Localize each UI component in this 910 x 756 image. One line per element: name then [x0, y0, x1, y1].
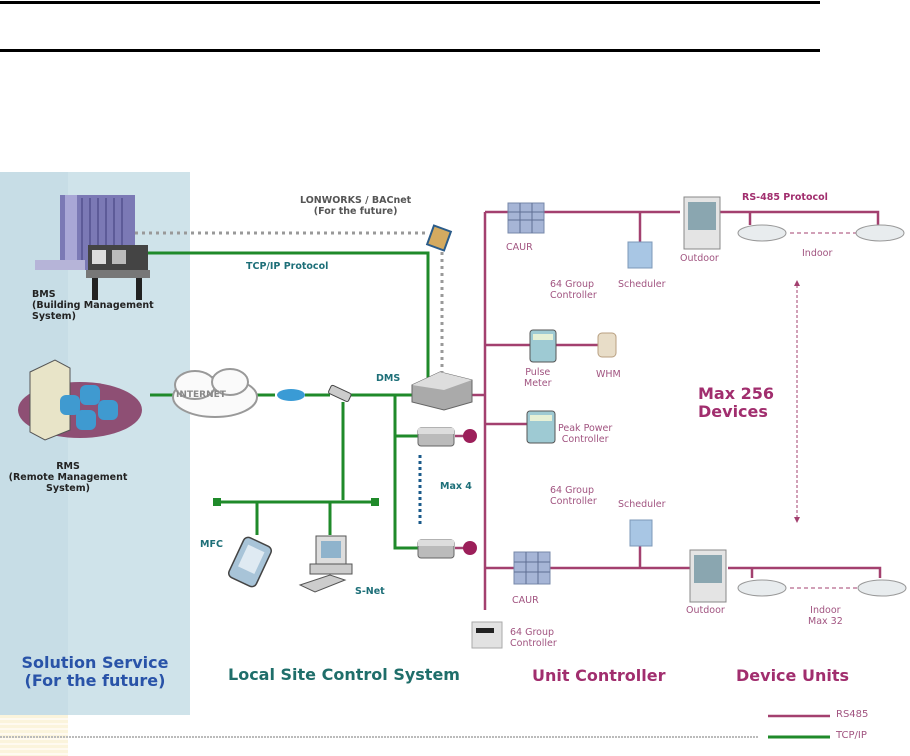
caur-top-label: CAUR: [506, 242, 533, 253]
top-rule: [0, 1, 820, 4]
indoor-top-label: Indoor: [802, 248, 833, 259]
bms-building-icon: [35, 195, 150, 300]
peak-power-label: Peak Power Controller: [558, 423, 613, 445]
group-controller-mid-label: 64 Group Controller: [550, 485, 597, 507]
pulse-meter-icon: [529, 329, 557, 363]
tcpip-links: [135, 251, 430, 550]
mfc-label: MFC: [200, 539, 223, 550]
rs485-indoor-bottom-bus: [728, 566, 882, 578]
router-icon: [277, 389, 305, 401]
lonworks-gateway-icon: [425, 224, 453, 252]
rs485-links: [455, 210, 882, 610]
rs485-protocol-label: RS-485 Protocol: [742, 192, 828, 203]
rms-server-icon: [18, 359, 142, 441]
max256-label: Max 256 Devices: [698, 384, 775, 422]
bms-label: BMS (Building Management System): [32, 289, 154, 322]
peak-power-controller-icon: [526, 410, 556, 444]
rs485-terminator-1: [463, 429, 477, 443]
internet-cloud-icon: [172, 368, 258, 418]
section-solution-service: Solution Service (For the future): [21, 653, 169, 691]
snet-label: S-Net: [355, 586, 385, 597]
outdoor-top-label: Outdoor: [680, 253, 719, 264]
scheduler-top-icon: [627, 241, 653, 269]
caur-bottom-icon: [513, 551, 551, 585]
legend-rs485-label: RS485: [836, 709, 869, 720]
indoor-bottom-2-icon: [857, 579, 907, 597]
legend-tcpip-label: TCP/IP: [836, 730, 867, 741]
switch-icon: [328, 384, 352, 403]
internet-label: INTERNET: [176, 390, 226, 400]
tcpip-protocol-label: TCP/IP Protocol: [246, 261, 329, 272]
outdoor-bottom-label: Outdoor: [686, 605, 725, 616]
scheduler-top-label: Scheduler: [618, 279, 666, 290]
dms-unit-2-icon: [417, 427, 455, 447]
indoor-bottom-1-icon: [737, 579, 787, 597]
max4-label: Max 4: [440, 481, 472, 492]
section-device-units: Device Units: [736, 666, 849, 685]
caur-top-icon: [507, 202, 545, 234]
indoor-top-1-icon: [737, 224, 787, 242]
section-local-site: Local Site Control System: [228, 665, 460, 684]
rs485-terminator-2: [463, 541, 477, 555]
dms-label: DMS: [376, 373, 401, 384]
max256-arrow-head-up: [794, 280, 800, 286]
lonworks-label: LONWORKS / BACnet (For the future): [300, 195, 412, 217]
bus-terminator-right: [371, 498, 379, 506]
rs485-indoor-top-bus: [720, 210, 880, 225]
max256-arrow-head-down: [794, 517, 800, 523]
section-unit-controller: Unit Controller: [532, 666, 666, 685]
header-rule: [0, 49, 820, 52]
bus-terminator-left: [213, 498, 221, 506]
tcpip-dms-branch: [393, 395, 418, 550]
indoor-top-2-icon: [855, 224, 905, 242]
scheduler-bottom-label: Scheduler: [618, 499, 666, 510]
scheduler-bottom-icon: [629, 519, 653, 547]
pulse-meter-label: Pulse Meter: [524, 367, 552, 389]
dms-main-icon: [411, 371, 473, 411]
tcpip-bms-link: [135, 251, 430, 388]
whm-label: WHM: [596, 369, 621, 380]
group-controller-bottom-icon: [471, 621, 503, 649]
group-controller-top-label: 64 Group Controller: [550, 279, 597, 301]
indoor-bottom-label: Indoor Max 32: [808, 605, 843, 627]
caur-bottom-label: CAUR: [512, 595, 539, 606]
mfc-pda-icon: [228, 536, 272, 588]
snet-computer-icon: [298, 535, 353, 593]
outdoor-bottom-icon: [689, 549, 727, 603]
dms-unit-4-icon: [417, 539, 455, 559]
outdoor-top-icon: [683, 196, 721, 250]
panel-footer-stripe: [0, 715, 68, 756]
whm-icon: [597, 332, 617, 358]
group-controller-bottom-label: 64 Group Controller: [510, 627, 557, 649]
rms-label: RMS (Remote Management System): [8, 461, 128, 494]
